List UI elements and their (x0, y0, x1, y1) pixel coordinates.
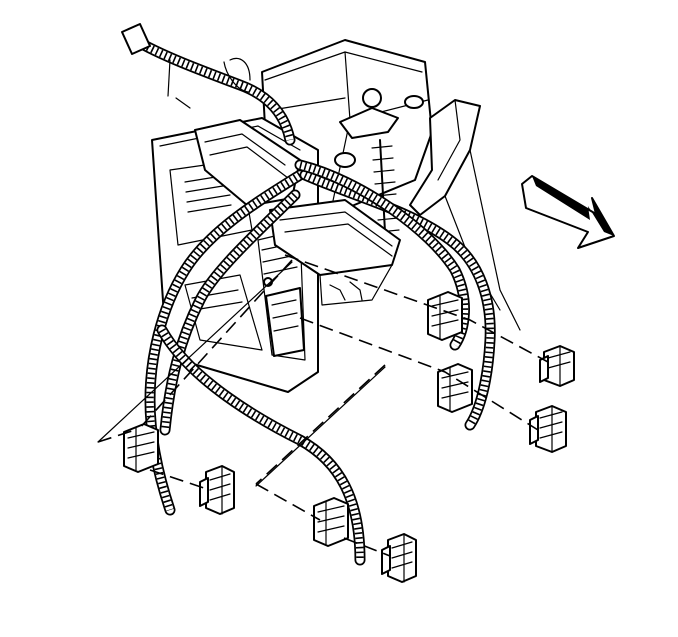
alignment-leader-lines (97, 254, 549, 557)
retainer-clip-1 (539, 345, 575, 387)
harness-connector-right-lower (437, 363, 473, 413)
harness-branch-center (156, 324, 366, 566)
module-connector-header (194, 119, 401, 306)
callout-solid-lines (97, 261, 386, 487)
forward-direction-arrow-icon (521, 175, 615, 249)
harness-branch-right-upper (294, 159, 470, 351)
harness-branch-left-lower (159, 189, 301, 436)
harness-connector-center (313, 497, 349, 547)
main-wire-harness (121, 23, 296, 146)
harness-connector-right-upper (427, 291, 463, 341)
retainer-clip-2 (529, 405, 567, 453)
retainer-clip-3 (199, 465, 235, 515)
retainer-clip-4 (381, 533, 417, 583)
